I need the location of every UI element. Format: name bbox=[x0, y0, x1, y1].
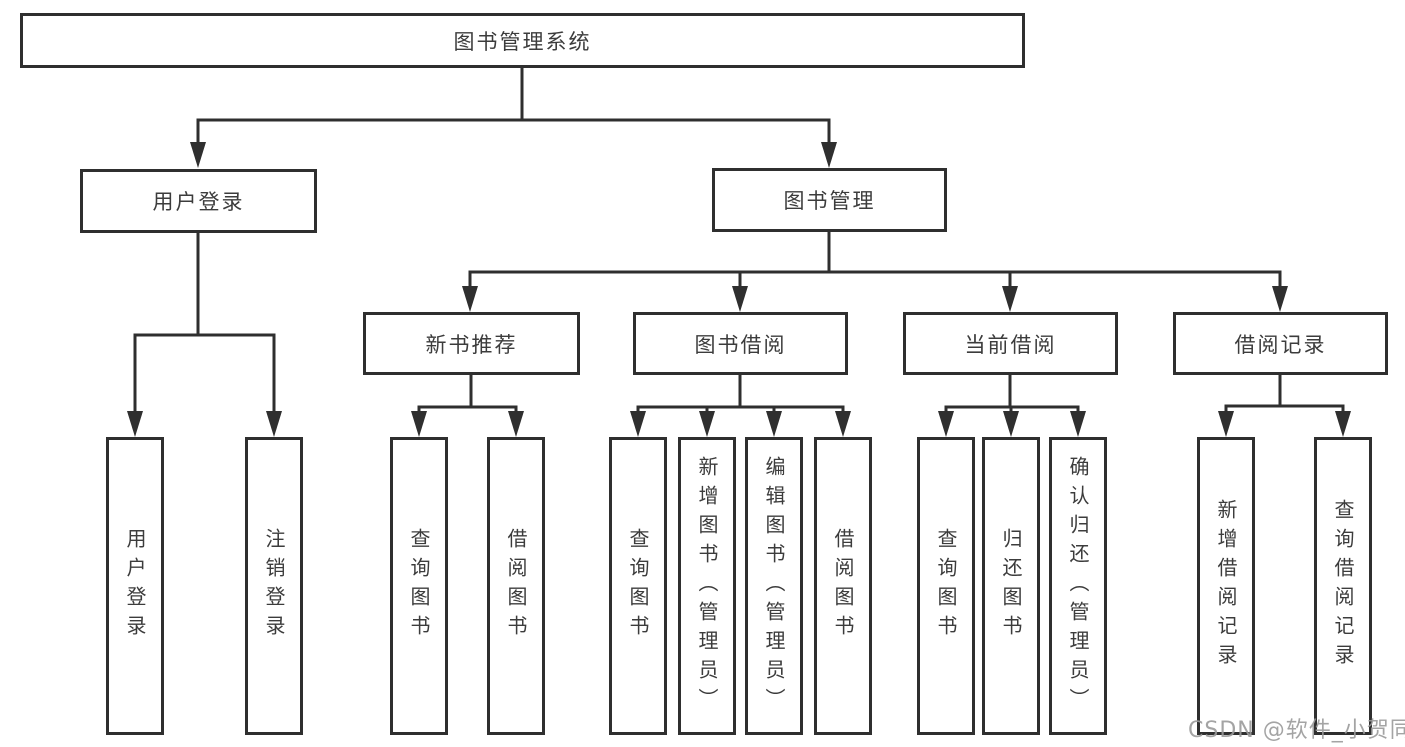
leaf-borrowing-add-books-admin: 新增图书（管理员） bbox=[678, 437, 736, 735]
node-new-book-recommend: 新书推荐 bbox=[363, 312, 580, 375]
leaf-recommend-query-books: 查询图书 bbox=[390, 437, 448, 735]
node-root: 图书管理系统 bbox=[20, 13, 1025, 68]
leaf-borrowing-edit-books-admin: 编辑图书（管理员） bbox=[745, 437, 803, 735]
arrowheads bbox=[127, 142, 1351, 437]
node-borrow-records: 借阅记录 bbox=[1173, 312, 1388, 375]
node-book-management: 图书管理 bbox=[712, 168, 947, 232]
leaf-current-return-books: 归还图书 bbox=[982, 437, 1040, 735]
leaf-borrowing-borrow-books: 借阅图书 bbox=[814, 437, 872, 735]
leaf-recommend-borrow-books: 借阅图书 bbox=[487, 437, 545, 735]
leaf-user-login: 用户登录 bbox=[106, 437, 164, 735]
leaf-current-confirm-return-admin: 确认归还（管理员） bbox=[1049, 437, 1107, 735]
leaf-borrowing-query-books: 查询图书 bbox=[609, 437, 667, 735]
leaf-logout: 注销登录 bbox=[245, 437, 303, 735]
leaf-records-query-record: 查询借阅记录 bbox=[1314, 437, 1372, 735]
leaf-current-query-books: 查询图书 bbox=[917, 437, 975, 735]
node-book-borrowing: 图书借阅 bbox=[633, 312, 848, 375]
leaf-records-add-record: 新增借阅记录 bbox=[1197, 437, 1255, 735]
node-current-borrowing: 当前借阅 bbox=[903, 312, 1118, 375]
csdn-watermark: CSDN @软件_小贺同学 bbox=[1188, 718, 1405, 743]
node-user-login: 用户登录 bbox=[80, 169, 317, 233]
